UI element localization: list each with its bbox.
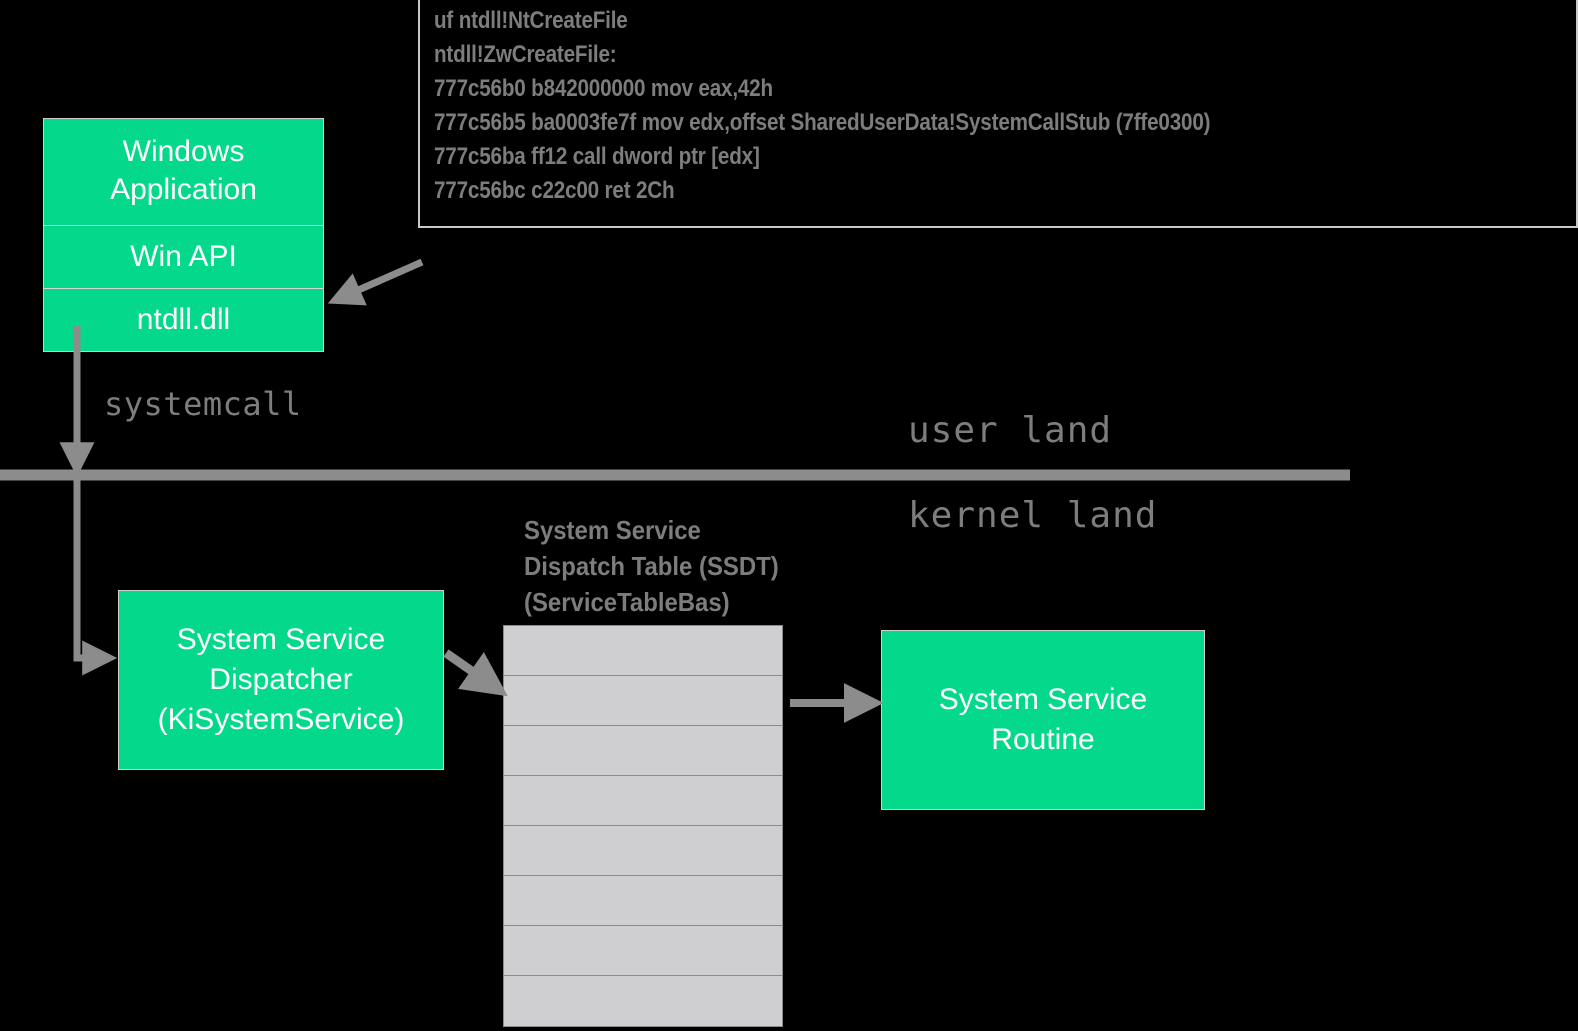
code-line: 777c56b0 b842000000 mov eax,42h	[434, 75, 773, 102]
dispatcher-entry-arrow	[73, 475, 118, 676]
ssdt-table	[503, 625, 783, 1027]
code-line: 777c56bc c22c00 ret 2Ch	[434, 177, 675, 204]
ssdt-row	[504, 926, 782, 976]
ssdt-row	[504, 676, 782, 726]
systemcall-label: systemcall	[104, 385, 302, 423]
ssdt-row	[504, 876, 782, 926]
ssdt-row	[504, 626, 782, 676]
ssdt-row	[504, 976, 782, 1026]
kernel-land-label: kernel land	[908, 495, 1158, 536]
ssdt-row	[504, 776, 782, 826]
ssdt-row	[504, 726, 782, 776]
code-line: ntdll!ZwCreateFile:	[434, 41, 617, 68]
code-line: 777c56ba ff12 call dword ptr [edx]	[434, 143, 760, 170]
app-cell-ntdll-dll: ntdll.dll	[44, 288, 323, 351]
dispatcher-to-ssdt-arrow	[443, 649, 508, 697]
user-land-label: user land	[908, 410, 1113, 451]
debugger-output-panel: uf ntdll!NtCreateFile ntdll!ZwCreateFile…	[418, 0, 1578, 228]
code-to-ntdll-arrow	[327, 258, 424, 306]
code-line: 777c56b5 ba0003fe7f mov edx,offset Share…	[434, 109, 1211, 136]
code-line: uf ntdll!NtCreateFile	[434, 7, 628, 34]
app-cell-win-api: Win API	[44, 225, 323, 288]
ssdt-row	[504, 826, 782, 876]
